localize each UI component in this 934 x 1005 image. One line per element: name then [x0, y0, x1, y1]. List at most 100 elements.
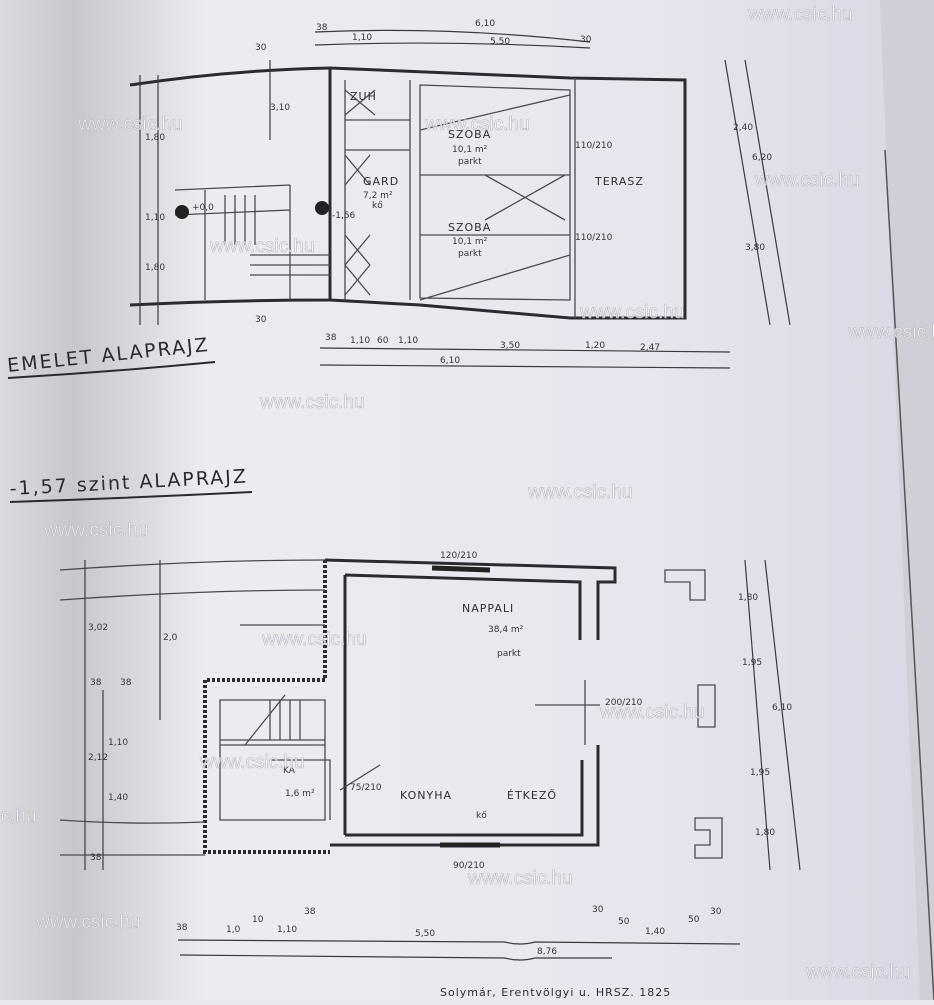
room-area: 10,1 m² — [452, 145, 488, 155]
dimension: 6,20 — [752, 153, 772, 163]
watermark: www.csic.hu — [599, 702, 705, 723]
level-mark-label: -1,56 — [332, 211, 356, 221]
dimension: 2,0 — [163, 633, 178, 643]
dimension: 50 — [618, 917, 630, 927]
dimension: 1,10 — [352, 33, 372, 43]
dimension: 1,10 — [145, 213, 165, 223]
room-label-nappali: NAPPALI — [462, 602, 514, 615]
dimension: 38 — [316, 23, 328, 33]
dimension: 30 — [255, 315, 267, 325]
watermark: www.csic.hu — [527, 482, 633, 503]
dimension: 1,10 — [277, 925, 297, 935]
dimension: 38 — [304, 907, 316, 917]
sliding-door — [535, 680, 600, 745]
opening-size: 200/210 — [605, 698, 643, 708]
dimension: 6,10 — [772, 703, 792, 713]
window — [431, 565, 491, 573]
watermark: www.csic.hu — [424, 114, 530, 135]
dimension: 1,80 — [738, 593, 758, 603]
opening-size: 75/210 — [350, 783, 382, 793]
dimension: 38 — [325, 333, 337, 343]
dimension: 2,12 — [88, 753, 108, 763]
upper-stairs — [224, 195, 330, 276]
room-area: 7,2 m² — [363, 191, 393, 201]
dimension: 2,47 — [640, 343, 660, 353]
room-floor: parkt — [458, 157, 482, 167]
dimension: 10 — [252, 915, 264, 925]
lower-outline — [324, 558, 617, 847]
dimension: 38 — [120, 678, 132, 688]
dimension: 3,02 — [88, 623, 108, 633]
upper-outline-left — [129, 66, 332, 307]
dimension: 6,10 — [475, 19, 495, 29]
dimension: 1,10 — [350, 336, 370, 346]
watermark: www.csic.hu — [43, 520, 149, 541]
room-label-zuh: ZUH — [350, 90, 377, 103]
watermark: www.csic.hu — [35, 912, 141, 933]
room-floor: parkt — [458, 249, 482, 259]
upper-shaft-crosses — [344, 89, 376, 296]
sheet-fold-line — [884, 149, 934, 1001]
dimension: 1,20 — [585, 341, 605, 351]
room-floor: kő — [372, 201, 383, 211]
dimension: 5,50 — [415, 929, 435, 939]
room-label-ka: KA — [283, 766, 296, 776]
room-area: 38,4 m² — [488, 625, 524, 635]
dimension: 1,95 — [742, 658, 762, 668]
watermark: www.csic.hu — [77, 114, 183, 135]
dimension: 1,10 — [108, 738, 128, 748]
upper-room-walls — [344, 80, 571, 301]
room-area: 10,1 m² — [452, 237, 488, 247]
dimension: 5,50 — [490, 37, 510, 47]
dimension: 38 — [176, 923, 188, 933]
terrace-pillars — [664, 569, 723, 859]
opening-size: 90/210 — [453, 861, 485, 871]
watermarks: www.csic.hu www.csic.hu www.csic.hu www.… — [0, 4, 934, 984]
dimension: 1,10 — [398, 336, 418, 346]
upper-floor-plan: +0,0 -1,56 ZUH SZOBA 10,1 m² parkt GARD … — [6, 19, 791, 379]
watermark: www.csic.hu — [467, 868, 573, 889]
dimension: 30 — [710, 907, 722, 917]
room-label-konyha: KONYHA — [400, 789, 452, 802]
room-label-gard: GARD — [363, 175, 399, 188]
dimension: 2,40 — [733, 123, 753, 133]
dimension: 3,50 — [500, 341, 520, 351]
opening-size: 110/210 — [575, 233, 613, 243]
dimension: 3,80 — [745, 243, 765, 253]
watermark: www.csic.hu — [754, 170, 860, 191]
watermark: www.csic.hu — [209, 236, 315, 257]
footer-note: Solymár, Erentvölgyi u. HRSZ. 1825 — [440, 986, 671, 999]
dimension: 50 — [688, 915, 700, 925]
room-label-terasz: TERASZ — [594, 175, 644, 188]
dimension: 30 — [255, 43, 267, 53]
watermark: www.csic.hu — [261, 629, 367, 650]
dimension: 1,80 — [145, 263, 165, 273]
lower-outline-hatched — [203, 560, 330, 854]
dimension: 6,10 — [440, 356, 460, 366]
dimension: 8,76 — [537, 947, 557, 957]
dimension: 1,0 — [226, 925, 241, 935]
dimension: 1,80 — [755, 828, 775, 838]
opening-size: 110/210 — [575, 141, 613, 151]
paper-edge — [880, 0, 934, 1000]
dimension: 38 — [90, 853, 102, 863]
watermark: www.csic.hu — [199, 752, 305, 773]
watermark: www.csic.hu — [259, 392, 365, 413]
lower-stairs — [219, 694, 326, 821]
watermark: www.csic.hu — [747, 4, 853, 25]
watermark: www.csic.hu — [805, 962, 911, 983]
room-floor: parkt — [497, 649, 521, 659]
dimension: 30 — [592, 905, 604, 915]
watermark: www.csic.hu — [579, 302, 685, 323]
dimension: 38 — [90, 678, 102, 688]
level-mark-icon — [315, 201, 329, 215]
room-label-szoba-1: SZOBA — [448, 128, 491, 141]
dimension: 3,10 — [270, 103, 290, 113]
level-mark-label: +0,0 — [192, 203, 214, 213]
watermark: www.csic.hu — [0, 806, 37, 827]
dimension: 30 — [580, 35, 592, 45]
dimension: 60 — [377, 336, 389, 346]
